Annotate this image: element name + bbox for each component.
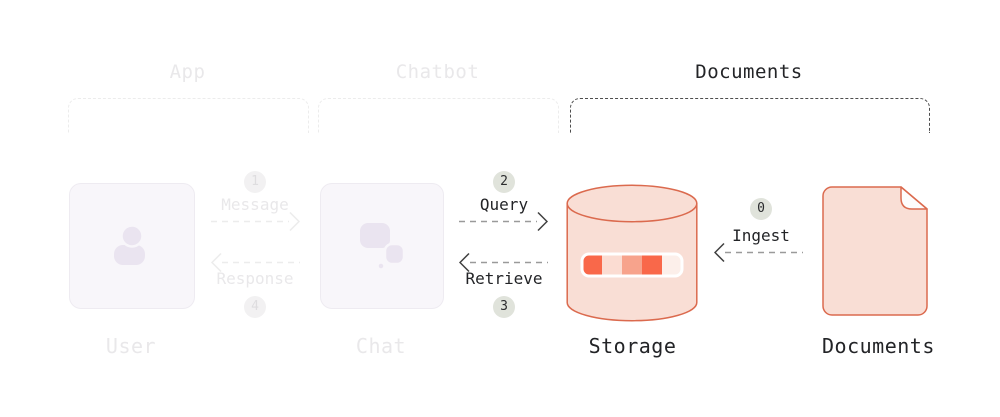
response-arrow-left-icon bbox=[211, 252, 300, 273]
step-label-query: Query bbox=[479, 195, 529, 214]
chat-bubbles-icon bbox=[360, 223, 406, 271]
step-badge-retrieve: 3 bbox=[493, 296, 515, 318]
section-title-app: App bbox=[169, 61, 206, 83]
step-label-response: Response bbox=[216, 269, 294, 288]
section-frame-chatbot bbox=[318, 98, 559, 133]
section-frame-app bbox=[68, 98, 309, 133]
chat-node bbox=[320, 183, 444, 309]
query-arrow-right-icon bbox=[459, 211, 548, 232]
ingest-arrow-left-icon bbox=[714, 242, 803, 263]
documents-node-label: Documents bbox=[822, 334, 935, 358]
step-label-ingest: Ingest bbox=[732, 226, 790, 245]
user-node-label: User bbox=[105, 334, 157, 358]
step-label-retrieve: Retrieve bbox=[465, 269, 543, 288]
database-icon bbox=[566, 184, 698, 322]
step-badge-ingest: 0 bbox=[750, 198, 772, 220]
person-icon bbox=[114, 224, 145, 265]
user-node bbox=[69, 183, 195, 309]
section-title-chatbot: Chatbot bbox=[395, 61, 480, 83]
step-label-message: Message bbox=[221, 195, 289, 214]
file-fold-corner bbox=[900, 186, 928, 210]
storage-bar-segments bbox=[582, 254, 682, 276]
file-icon bbox=[822, 186, 928, 316]
step-badge-message: 1 bbox=[244, 171, 266, 193]
step-badge-response: 4 bbox=[244, 296, 266, 318]
chat-node-label: Chat bbox=[355, 334, 407, 358]
section-title-documents: Documents bbox=[695, 61, 803, 83]
message-arrow-right-icon bbox=[211, 211, 300, 232]
step-badge-query: 2 bbox=[493, 171, 515, 193]
retrieve-arrow-left-icon bbox=[459, 252, 548, 273]
storage-node-label: Storage bbox=[588, 334, 677, 358]
section-frame-documents bbox=[570, 98, 930, 133]
